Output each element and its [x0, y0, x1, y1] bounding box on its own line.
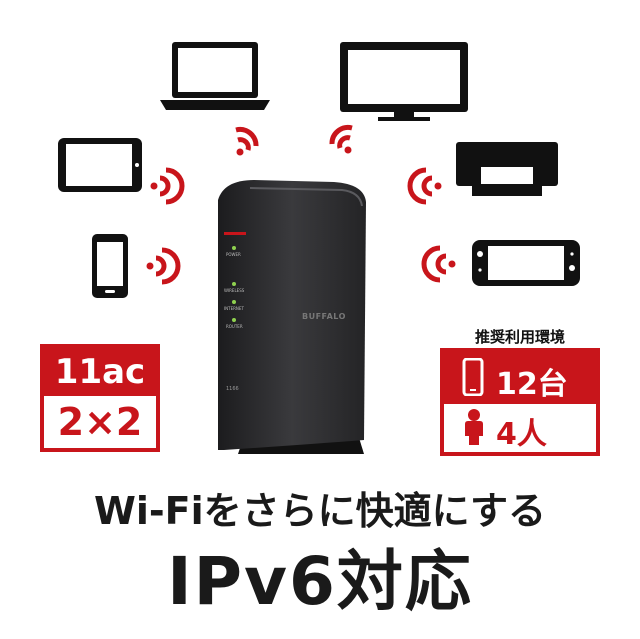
model-label: 1166: [226, 386, 239, 392]
wifi-signal-icon: [144, 246, 184, 286]
people-count-row: 4人: [444, 404, 596, 452]
wifi-standard-badge: 11ac 2×2: [40, 344, 160, 452]
smartphone-icon: [90, 232, 130, 300]
printer-icon: [452, 140, 562, 198]
recommended-usage-badge: 12台 4人: [440, 348, 600, 456]
laptop-icon: [160, 40, 270, 112]
led-label: WIRELESS: [224, 288, 245, 293]
smartphone-icon: [462, 358, 484, 396]
wifi-signal-icon: [418, 244, 458, 284]
recommended-label: 推奨利用環境: [474, 328, 565, 346]
led-label: POWER: [226, 252, 241, 257]
person-icon: [462, 408, 486, 446]
led-label: INTERNET: [224, 306, 244, 311]
led-label: ROUTER: [226, 324, 243, 329]
wifi-signal-icon: [226, 122, 266, 162]
people-count: 4人: [496, 417, 547, 452]
device-count: 12台: [496, 367, 568, 402]
wifi-signal-icon: [148, 166, 188, 206]
wifi-signal-icon: [322, 120, 362, 160]
headline: Wi-Fiをさらに快適にする: [93, 489, 547, 533]
page-title: IPv6対応: [167, 543, 473, 620]
game-console-icon: [470, 238, 582, 288]
tv-icon: [338, 40, 470, 122]
stream-label: 2×2: [57, 400, 143, 444]
device-count-row: 12台: [444, 352, 596, 404]
standard-label: 11ac: [44, 348, 156, 396]
wifi-router: POWER WIRELESS INTERNET ROUTER BUFFALO 1…: [214, 178, 374, 456]
tablet-icon: [56, 136, 144, 194]
wifi-signal-icon: [404, 166, 444, 206]
brand-logo: BUFFALO: [302, 312, 346, 321]
